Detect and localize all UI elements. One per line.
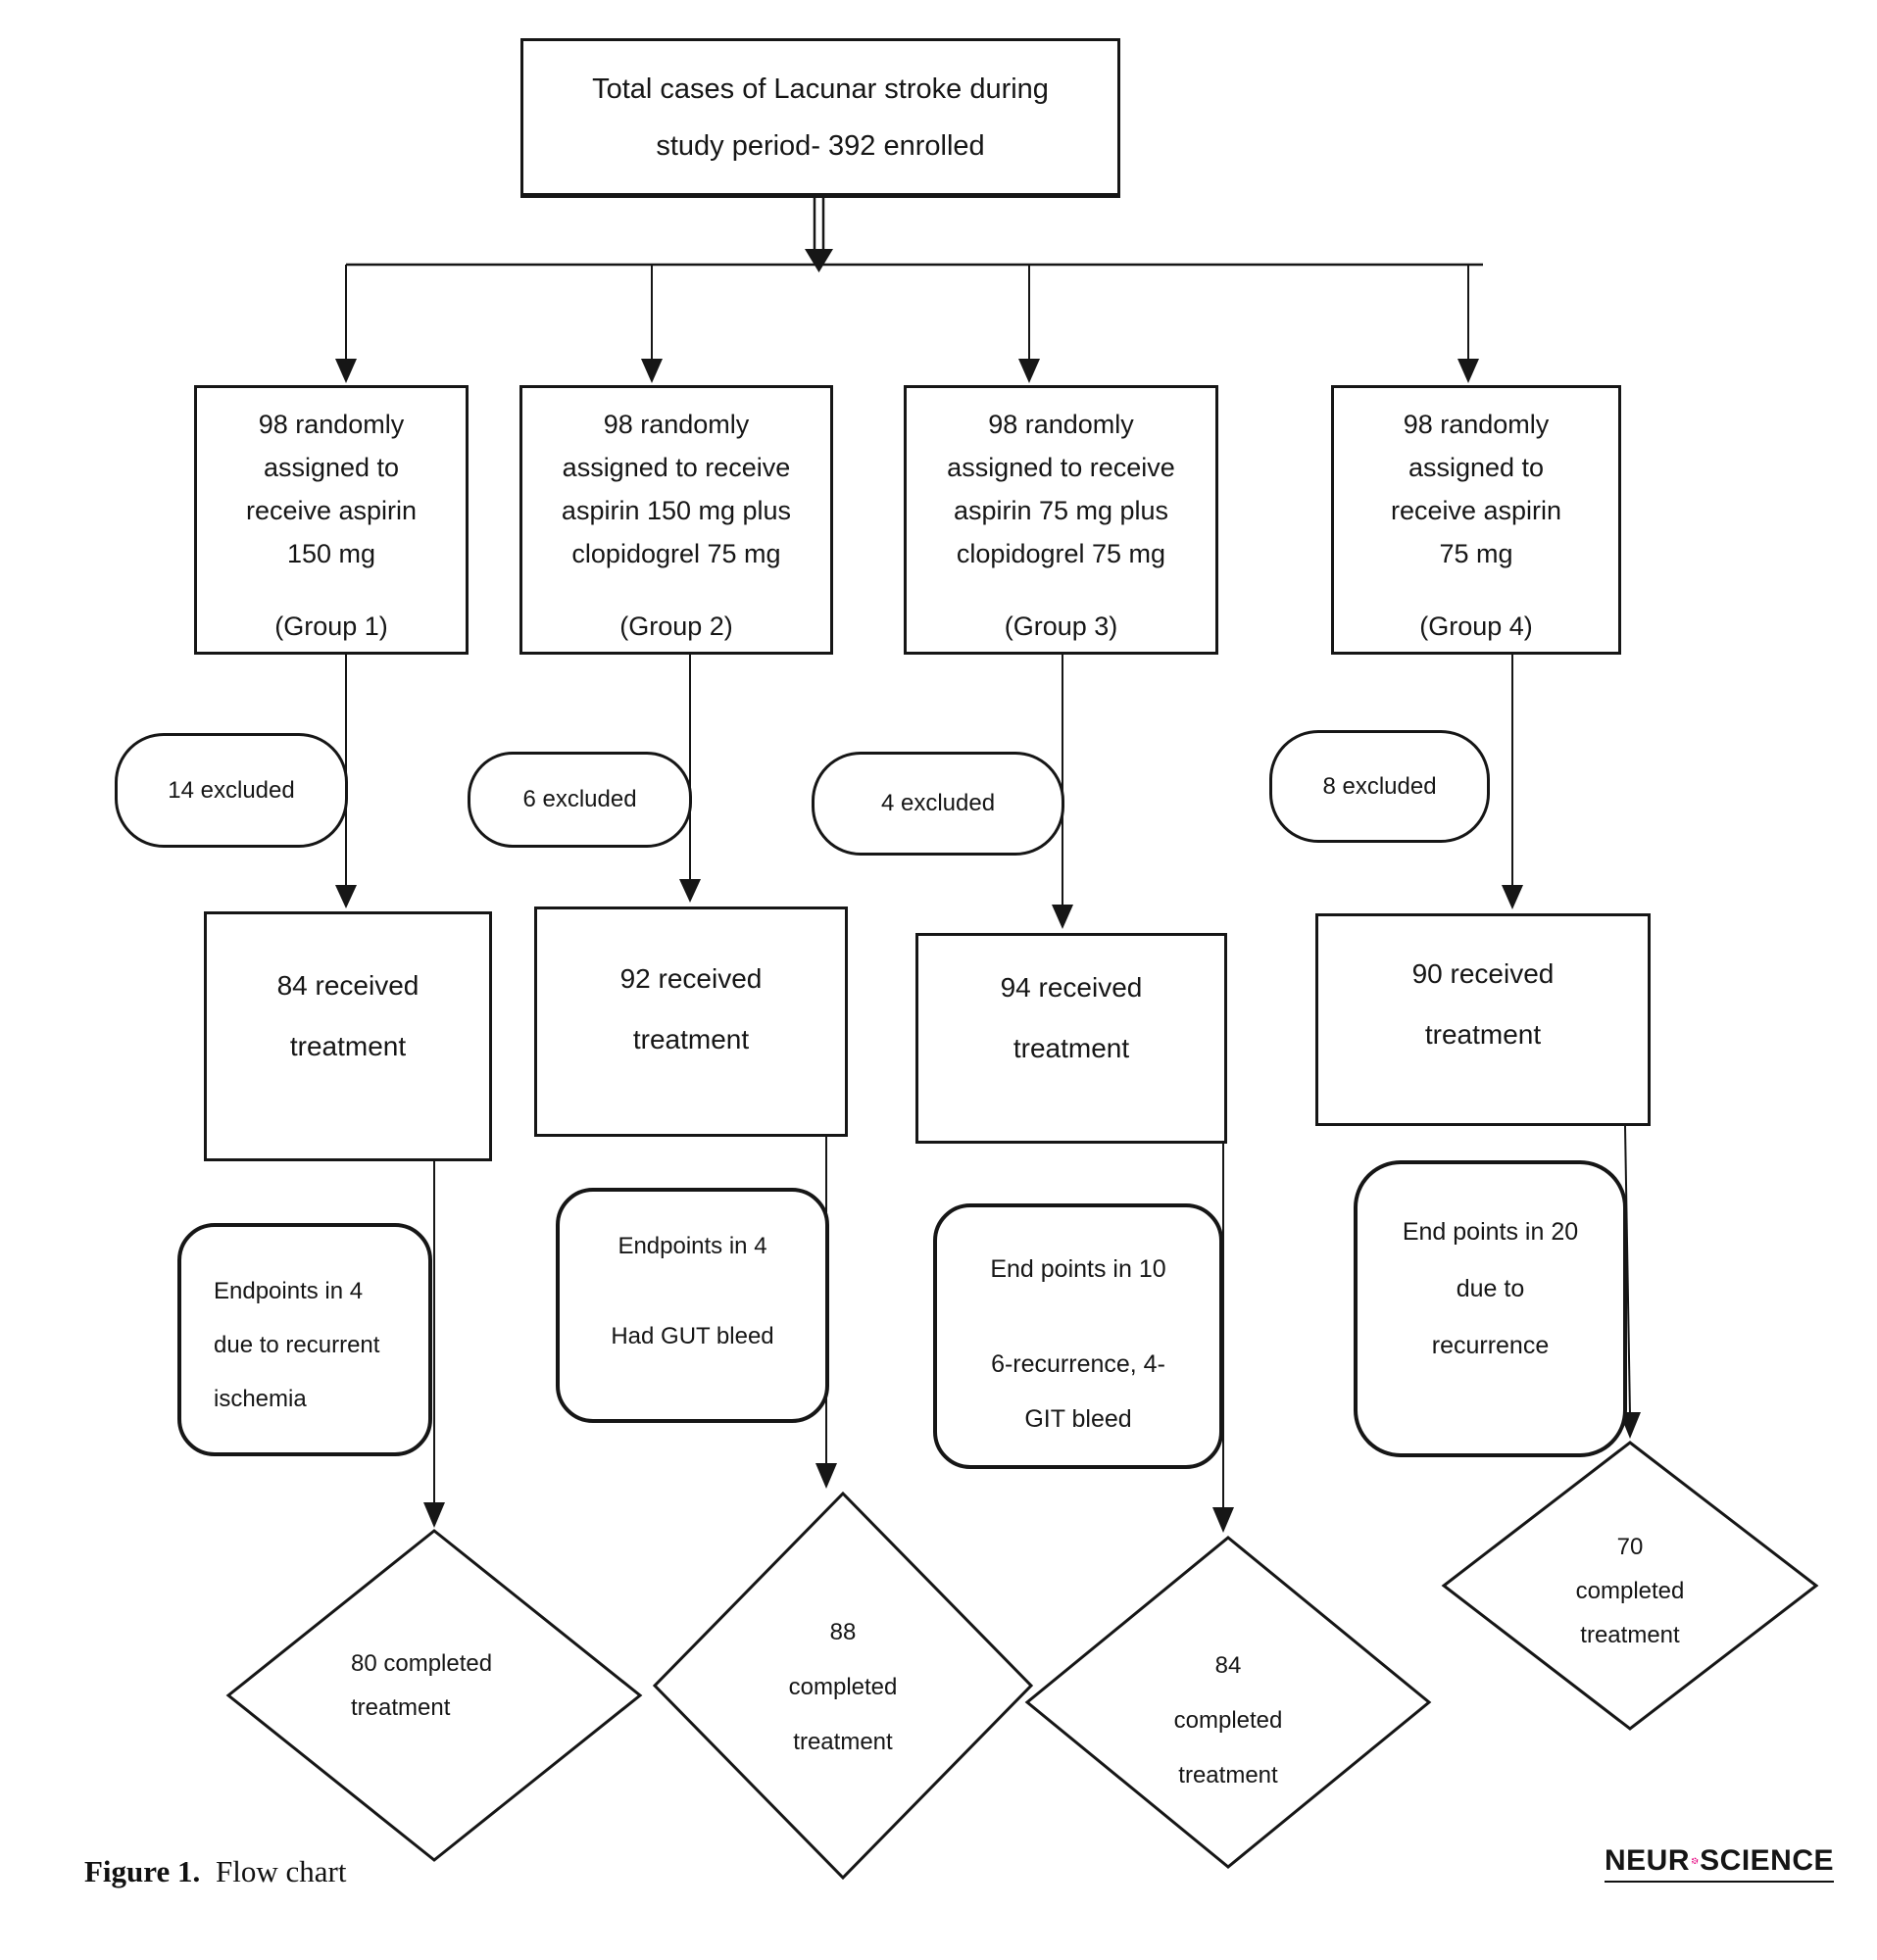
received2-box: 92 received treatment xyxy=(534,906,848,1137)
group2-line: assigned to receive xyxy=(562,453,791,482)
endpoint2-box: Endpoints in 4 Had GUT bleed xyxy=(556,1188,829,1423)
neuroscience-logo: NEUR SCIENCE xyxy=(1605,1846,1834,1883)
endpoint4-box: End points in 20 due to recurrence xyxy=(1354,1160,1627,1457)
figure-caption: Figure 1. Flow chart xyxy=(84,1854,346,1889)
excluded4-label: 8 excluded xyxy=(1322,772,1437,800)
group4-line: receive aspirin xyxy=(1390,496,1562,525)
endpoint3-line: End points in 10 xyxy=(990,1255,1166,1283)
excluded2-pill: 6 excluded xyxy=(468,752,692,848)
endpoint2-line: Endpoints in 4 xyxy=(617,1233,767,1259)
group3-line: aspirin 75 mg plus xyxy=(953,496,1169,525)
group2-box: 98 randomly assigned to receive aspirin … xyxy=(519,385,833,655)
completed4-line: 70 xyxy=(1616,1534,1644,1560)
figure-caption-text: Flow chart xyxy=(216,1854,347,1888)
diamond-completed-3 xyxy=(1024,1536,1432,1869)
received3-line: 94 received xyxy=(1000,972,1143,1003)
diamond-completed-2 xyxy=(652,1491,1034,1881)
group1-line: 150 mg xyxy=(286,539,376,568)
received4-box: 90 received treatment xyxy=(1315,913,1651,1126)
excluded3-pill: 4 excluded xyxy=(812,752,1064,856)
total-cases-box: Total cases of Lacunar stroke during stu… xyxy=(520,38,1120,198)
group2-label: (Group 2) xyxy=(619,612,733,641)
neuroscience-logo-cell-icon xyxy=(1691,1857,1699,1864)
group3-line: 98 randomly xyxy=(988,410,1134,439)
excluded1-label: 14 excluded xyxy=(168,776,295,804)
completed1-label: 80 completed treatment xyxy=(351,1642,492,1730)
group2-line: 98 randomly xyxy=(603,410,750,439)
group1-line: 98 randomly xyxy=(258,410,405,439)
received3-box: 94 received treatment xyxy=(915,933,1227,1144)
group2-line: clopidogrel 75 mg xyxy=(571,539,781,568)
endpoint3-line: 6-recurrence, 4- xyxy=(991,1350,1165,1378)
endpoint3-box: End points in 10 6-recurrence, 4- GIT bl… xyxy=(933,1203,1223,1469)
endpoint2-line: Had GUT bleed xyxy=(611,1323,774,1349)
group2-line: aspirin 150 mg plus xyxy=(561,496,792,525)
endpoint3-line: GIT bleed xyxy=(1024,1405,1132,1433)
completed4-label: 70 completed treatment xyxy=(1532,1525,1728,1657)
group3-box: 98 randomly assigned to receive aspirin … xyxy=(904,385,1218,655)
completed3-line: 84 xyxy=(1214,1652,1242,1679)
completed3-line: treatment xyxy=(1178,1762,1278,1788)
completed3-label: 84 completed treatment xyxy=(1130,1639,1326,1803)
endpoint4-line: due to xyxy=(1456,1275,1525,1302)
group4-line: 75 mg xyxy=(1439,539,1513,568)
completed4-line: treatment xyxy=(1580,1622,1680,1648)
group1-label: (Group 1) xyxy=(274,612,388,641)
endpoint1-line: ischemia xyxy=(214,1386,307,1412)
group4-box: 98 randomly assigned to receive aspirin … xyxy=(1331,385,1621,655)
neuroscience-logo-right-text: SCIENCE xyxy=(1700,1844,1834,1877)
group3-line: clopidogrel 75 mg xyxy=(956,539,1166,568)
total-cases-line1: Total cases of Lacunar stroke during xyxy=(592,73,1049,105)
completed1-line: treatment xyxy=(351,1694,451,1721)
group1-box: 98 randomly assigned to receive aspirin … xyxy=(194,385,469,655)
group1-line: assigned to xyxy=(263,453,400,482)
total-cases-line2: study period- 392 enrolled xyxy=(656,129,985,162)
excluded2-label: 6 excluded xyxy=(522,786,637,812)
excluded1-pill: 14 excluded xyxy=(115,733,348,848)
group3-label: (Group 3) xyxy=(1004,612,1118,641)
group4-line: assigned to xyxy=(1408,453,1545,482)
excluded3-label: 4 excluded xyxy=(880,790,996,816)
completed2-line: treatment xyxy=(793,1729,893,1755)
completed2-line: 88 xyxy=(829,1619,857,1645)
endpoint1-line: Endpoints in 4 xyxy=(214,1278,364,1304)
completed4-line: completed xyxy=(1575,1578,1685,1604)
completed2-line: completed xyxy=(788,1674,898,1700)
received3-line: treatment xyxy=(1013,1033,1130,1063)
received2-line: 92 received xyxy=(619,963,763,994)
received1-line: treatment xyxy=(289,1031,407,1061)
figure-caption-label: Figure 1. xyxy=(84,1854,201,1888)
group3-line: assigned to receive xyxy=(947,453,1175,482)
neuroscience-logo-left-text: NEUR xyxy=(1605,1844,1691,1877)
endpoint4-line: End points in 20 xyxy=(1402,1218,1579,1246)
received1-box: 84 received treatment xyxy=(204,911,492,1161)
received2-line: treatment xyxy=(632,1024,750,1054)
endpoint1-box: Endpoints in 4 due to recurrent ischemia xyxy=(177,1223,432,1456)
completed1-line: 80 completed xyxy=(351,1650,493,1677)
group4-line: 98 randomly xyxy=(1403,410,1550,439)
received4-line: treatment xyxy=(1424,1019,1542,1050)
group4-label: (Group 4) xyxy=(1419,612,1533,641)
diamond-completed-1 xyxy=(225,1529,643,1862)
endpoint4-line: recurrence xyxy=(1431,1332,1550,1359)
completed3-line: completed xyxy=(1173,1707,1283,1734)
excluded4-pill: 8 excluded xyxy=(1269,730,1490,843)
completed2-label: 88 completed treatment xyxy=(745,1605,941,1770)
diamond-completed-4 xyxy=(1441,1441,1819,1731)
received4-line: 90 received xyxy=(1411,958,1555,989)
received1-line: 84 received xyxy=(276,970,420,1001)
group1-line: receive aspirin xyxy=(245,496,418,525)
endpoint1-line: due to recurrent xyxy=(214,1332,380,1358)
